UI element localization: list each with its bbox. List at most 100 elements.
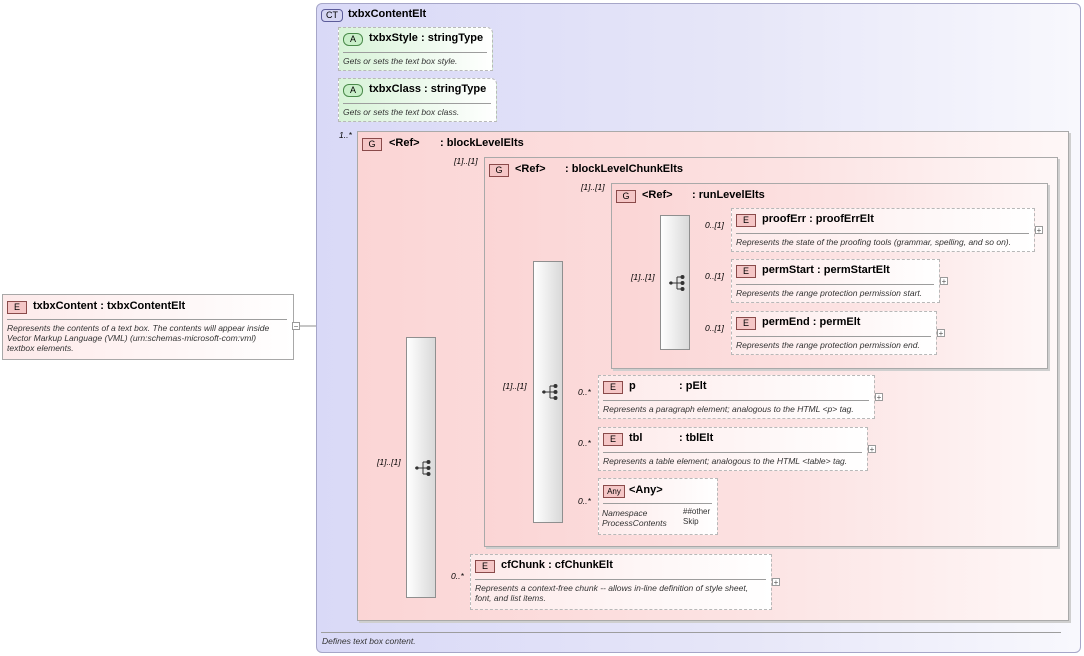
attribute-divider <box>343 103 491 104</box>
any-row-key: ProcessContents <box>602 518 667 528</box>
group-ref: <Ref> <box>642 189 673 201</box>
sequence-icon <box>669 275 685 291</box>
element-badge: E <box>603 381 623 394</box>
attribute-txbxStyle[interactable]: A txbxStyle : stringType Gets or sets th… <box>338 27 493 71</box>
complex-type-name: txbxContentElt <box>348 8 427 20</box>
group-name: runLevelElts <box>698 189 765 201</box>
element-name: p <box>629 380 636 392</box>
root-element-description: Represents the contents of a text box. T… <box>7 323 269 353</box>
type-colon: : <box>100 300 104 312</box>
type-colon: : <box>548 559 552 571</box>
root-element-divider <box>7 319 287 320</box>
element-type: proofErrElt <box>815 213 874 225</box>
group-badge: G <box>616 190 636 203</box>
group-badge: G <box>489 164 509 177</box>
group-name: blockLevelChunkElts <box>571 163 683 175</box>
element-title: : pElt <box>679 380 707 392</box>
element-description: Represents a table element; analogous to… <box>603 456 848 466</box>
sequence-cardinality: [1]..[1] <box>503 381 527 391</box>
element-cardinality: 0..[1] <box>705 323 724 333</box>
attribute-divider <box>343 52 487 53</box>
element-description: Represents a paragraph element; analogou… <box>603 404 854 414</box>
description-line: textbox elements. <box>7 343 74 353</box>
element-cardinality: 0..* <box>451 571 464 581</box>
sequence-compositor-chunk[interactable] <box>533 261 563 523</box>
element-description: Represents a context-free chunk -- allow… <box>475 583 748 603</box>
sequence-compositor-run[interactable] <box>660 215 690 350</box>
element-cardinality: 0..* <box>578 438 591 448</box>
element-description: Represents the state of the proofing too… <box>736 237 1011 247</box>
description-line: font, and list items. <box>475 593 546 603</box>
group-cardinality: [1]..[1] <box>454 156 478 166</box>
any-name: <Any> <box>629 484 663 496</box>
any-row-value: Skip <box>683 517 699 526</box>
attribute-description: Gets or sets the text box class. <box>343 107 460 117</box>
any-divider <box>603 503 712 504</box>
group-title: : runLevelElts <box>692 189 765 201</box>
sequence-cardinality: [1]..[1] <box>631 272 655 282</box>
element-name: proofErr <box>762 213 806 225</box>
any-row-value: ##other <box>683 507 711 516</box>
expand-toggle[interactable]: + <box>772 578 780 587</box>
type-colon: : <box>812 316 817 328</box>
group-name: blockLevelElts <box>446 137 524 149</box>
attribute-title: txbxStyle : stringType <box>369 32 483 44</box>
element-proofErr[interactable]: E proofErr : proofErrElt Represents the … <box>731 208 1035 252</box>
type-colon: : <box>679 432 683 444</box>
element-badge: E <box>736 317 756 330</box>
expand-toggle[interactable]: + <box>868 445 876 454</box>
group-ref: <Ref> <box>389 137 420 149</box>
element-description: Represents the range protection permissi… <box>736 288 923 298</box>
element-divider <box>603 452 862 453</box>
element-type: permElt <box>819 316 861 328</box>
element-cardinality: 0..[1] <box>705 271 724 281</box>
element-divider <box>736 284 934 285</box>
element-badge: E <box>736 214 756 227</box>
description-line: Vector Markup Language (VML) (urn:schema… <box>7 333 257 343</box>
complex-type-badge: CT <box>321 9 343 22</box>
element-badge: E <box>475 560 495 573</box>
element-type: cfChunkElt <box>554 559 613 571</box>
element-cfChunk[interactable]: E cfChunk : cfChunkElt Represents a cont… <box>470 554 772 610</box>
expand-toggle[interactable]: + <box>937 329 945 338</box>
root-element-box[interactable]: E txbxContent : txbxContentElt Represent… <box>2 294 294 360</box>
element-tbl[interactable]: E tbl : tblElt Represents a table elemen… <box>598 427 868 471</box>
sequence-compositor-outer[interactable] <box>406 337 436 598</box>
element-divider <box>736 336 931 337</box>
type-colon: : <box>424 83 428 95</box>
element-title: permStart : permStartElt <box>762 264 890 276</box>
root-element-name: txbxContent <box>33 300 98 312</box>
attribute-name: txbxClass <box>369 83 421 95</box>
type-colon: : <box>809 213 813 225</box>
collapse-toggle[interactable]: − <box>292 322 300 331</box>
element-type: permStartElt <box>823 264 890 276</box>
root-element-type: txbxContentElt <box>106 300 186 312</box>
attribute-name: txbxStyle <box>369 32 418 44</box>
element-any[interactable]: Any <Any> Namespace ##other ProcessConte… <box>598 478 718 535</box>
attribute-type: stringType <box>430 83 487 95</box>
element-badge: E <box>603 433 623 446</box>
attribute-badge: A <box>343 33 363 46</box>
description-divider <box>321 632 1061 633</box>
element-p[interactable]: E p : pElt Represents a paragraph elemen… <box>598 375 875 419</box>
expand-toggle[interactable]: + <box>875 393 883 402</box>
element-cardinality: 0..* <box>578 387 591 397</box>
element-title: cfChunk : cfChunkElt <box>501 559 613 571</box>
element-name: permStart <box>762 264 814 276</box>
group-cardinality: 1..* <box>339 130 352 140</box>
type-colon: : <box>817 264 821 276</box>
expand-toggle[interactable]: + <box>940 277 948 286</box>
type-colon: : <box>692 189 696 201</box>
element-name: cfChunk <box>501 559 545 571</box>
attribute-txbxClass[interactable]: A txbxClass : stringType Gets or sets th… <box>338 78 497 122</box>
element-permEnd[interactable]: E permEnd : permElt Represents the range… <box>731 311 937 355</box>
attribute-type: stringType <box>427 32 484 44</box>
type-colon: : <box>420 32 425 44</box>
expand-toggle[interactable]: + <box>1035 226 1043 235</box>
element-description: Represents the range protection permissi… <box>736 340 920 350</box>
element-badge: E <box>736 265 756 278</box>
element-name: permEnd <box>762 316 810 328</box>
any-row-key: Namespace <box>602 508 648 518</box>
element-permStart[interactable]: E permStart : permStartElt Represents th… <box>731 259 940 303</box>
group-title: : blockLevelElts <box>440 137 524 149</box>
